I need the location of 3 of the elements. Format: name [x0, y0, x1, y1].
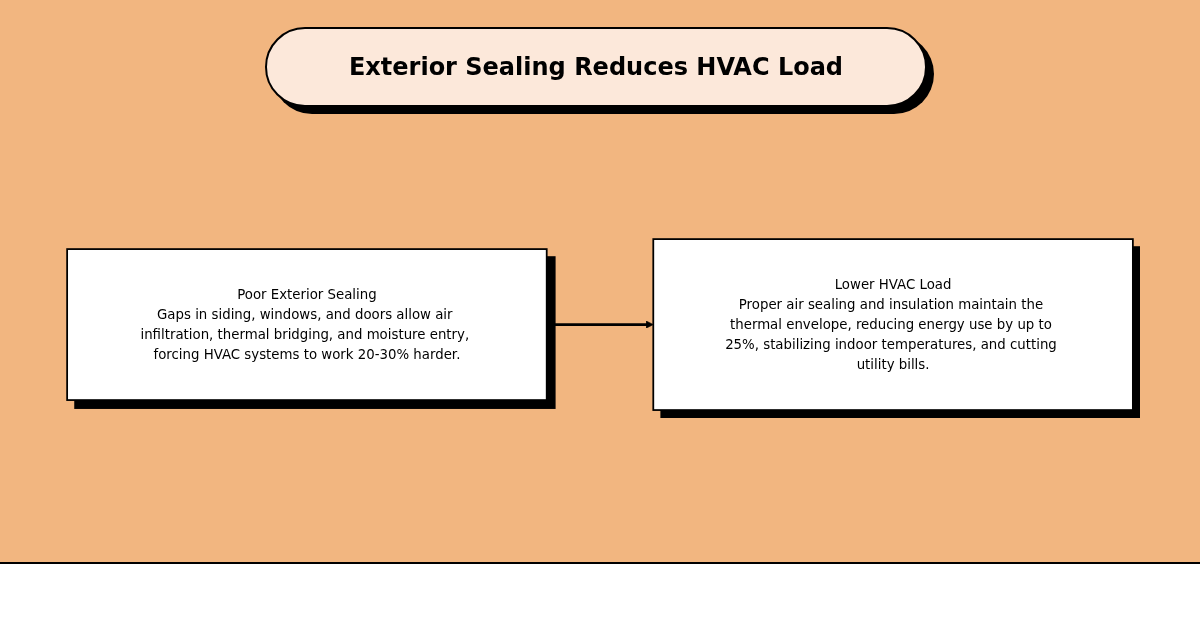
node-box: Lower HVAC Load Proper air sealing and insulation maintain the thermal envelope, reducing energy use by up to 25%, stabilizing indoor temperatures, and cutting utility bills.	[652, 238, 1134, 412]
arrow	[546, 321, 654, 329]
node-box: Poor Exterior Sealing Gaps in siding, windows, and doors allow air infiltration, thermal bridging, and moisture entry, forcing HVAC systems to work 20-30% harder.	[66, 248, 548, 402]
